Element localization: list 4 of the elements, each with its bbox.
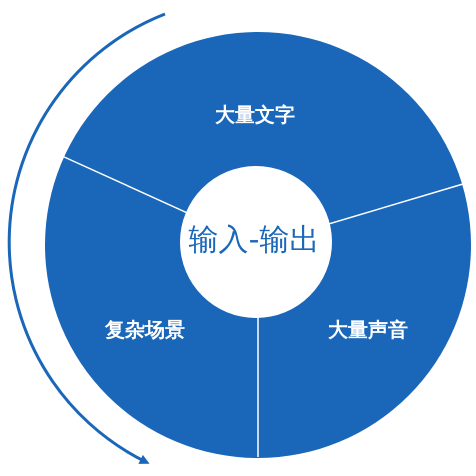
center-label: 输入-输出 [188,220,320,260]
sector-label: 复杂场景 [105,316,185,344]
sector-label: 大量声音 [328,316,408,344]
sector-label: 大量文字 [215,102,295,128]
